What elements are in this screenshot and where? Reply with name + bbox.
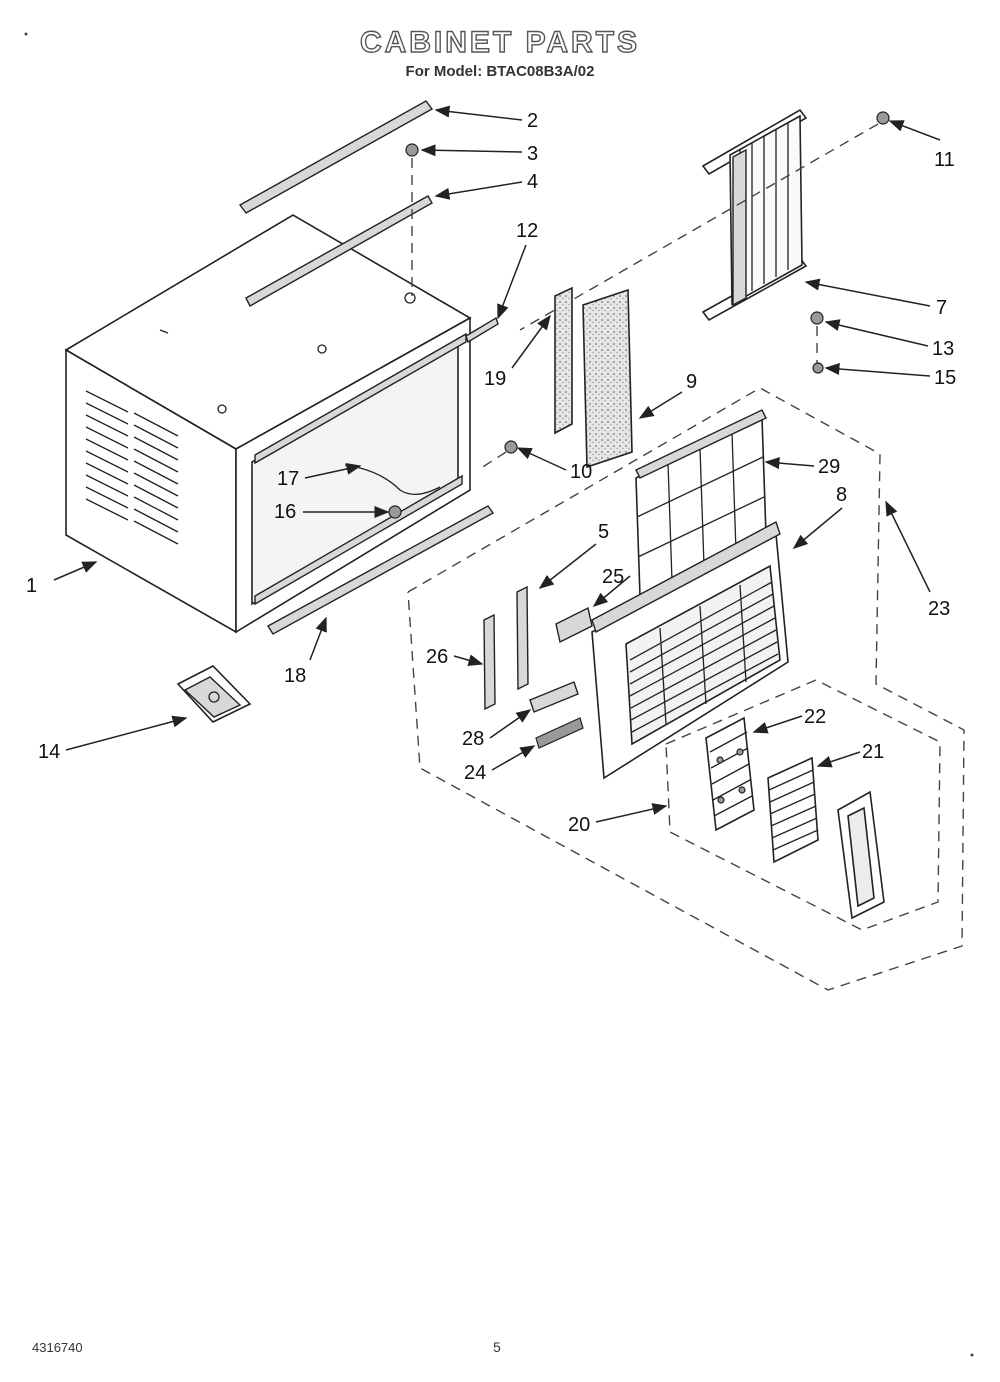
screw-11: [876, 111, 890, 125]
callout-14: 14: [38, 741, 60, 763]
bottom-rail: [267, 505, 495, 635]
top-rail: [238, 100, 434, 214]
louver-frame: [705, 716, 755, 832]
callout-25: 25: [602, 566, 624, 588]
side-strip: [465, 316, 499, 344]
louver-set: [767, 756, 819, 864]
front-grille-panel: [635, 409, 767, 598]
callout-20: 20: [568, 814, 590, 836]
front-panel: [591, 520, 789, 780]
seal-28: [529, 681, 579, 713]
mounting-bracket: [176, 665, 252, 723]
washer-15: [812, 362, 824, 374]
page-number: 5: [493, 1339, 501, 1355]
cabinet-shell: [64, 214, 472, 634]
callout-8: 8: [836, 484, 847, 506]
callout-1: 1: [26, 575, 37, 597]
callout-11: 11: [934, 149, 955, 171]
callout-10: 10: [570, 461, 592, 483]
seal-24: [535, 717, 584, 749]
callout-12: 12: [516, 220, 538, 242]
callout-9: 9: [686, 371, 697, 393]
document-number: 4316740: [32, 1340, 83, 1355]
callout-7: 7: [936, 297, 947, 319]
control-knob-frame: [837, 790, 885, 920]
callout-15: 15: [934, 367, 956, 389]
side-curtain-frame: [701, 108, 808, 322]
callout-labels: 1 2 3 4 5 7 8 9 10 11 12 13 14 15 16 17 …: [26, 110, 956, 836]
screw-13: [810, 311, 824, 325]
model-subtitle: For Model: BTAC08B3A/02: [405, 63, 595, 80]
callout-28: 28: [462, 728, 484, 750]
callout-3: 3: [527, 143, 538, 165]
callout-29: 29: [818, 456, 840, 478]
callout-17: 17: [277, 468, 299, 490]
callout-5: 5: [598, 521, 609, 543]
callout-24: 24: [464, 762, 486, 784]
screw-10: [504, 440, 518, 454]
assembly-boundary: [407, 387, 965, 991]
callout-16: 16: [274, 501, 296, 523]
callout-26: 26: [426, 646, 448, 668]
knob-insert: [555, 606, 593, 644]
support-bar: [245, 195, 433, 307]
callout-19: 19: [484, 368, 506, 390]
foam-strip-26: [483, 613, 496, 711]
callout-21: 21: [862, 741, 884, 763]
callout-22: 22: [804, 706, 826, 728]
callout-4: 4: [527, 171, 538, 193]
air-filter: [582, 288, 633, 469]
leader-lines: [53, 105, 941, 823]
callout-18: 18: [284, 665, 306, 687]
foam-gasket: [554, 286, 573, 435]
callout-23: 23: [928, 598, 950, 620]
page-title: CABINET PARTS: [359, 25, 641, 59]
callout-2: 2: [527, 110, 538, 132]
screw: [405, 143, 419, 157]
foam-strip-5: [516, 585, 529, 691]
callout-13: 13: [932, 338, 954, 360]
sub-assembly-boundary: [665, 679, 941, 931]
